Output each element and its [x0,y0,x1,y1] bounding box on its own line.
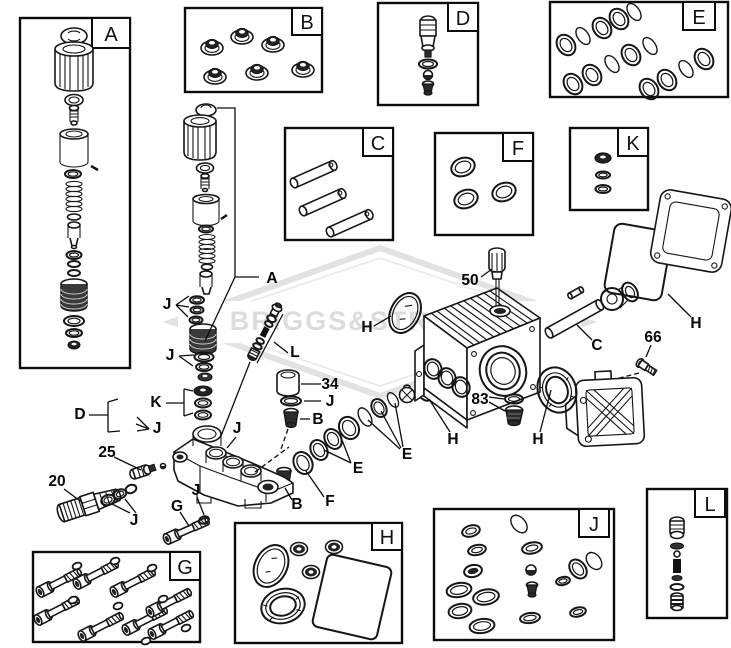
callout-j-5: J [326,393,335,410]
callout-j-3: J [153,420,162,437]
callout-c: C [591,337,602,354]
callout-h-4: H [690,315,701,332]
callout-j-7: J [192,482,201,499]
crankcase-bracket [564,370,646,448]
parts-box-a: A [18,16,132,370]
callout-50: 50 [461,272,478,289]
box-l-label: L [704,494,715,516]
box-c-label: C [371,133,385,155]
box-a-label: A [104,24,118,46]
callout-83: 83 [471,391,489,408]
parts-box-j: J [432,507,616,642]
callout-h-2: H [447,431,458,448]
parts-box-h: H [233,521,404,645]
piston-pins [289,159,374,238]
pump-body [414,287,541,429]
plug [525,581,539,598]
drain-plug-83 [504,393,524,427]
box-d-label: D [456,8,470,30]
crankcase-cover [649,189,731,273]
callouts: A J J K L D J J 34 J B 25 20 J J G B F E… [48,107,702,529]
oval-seal [388,292,422,334]
callout-h-1: H [361,319,372,336]
plug-kit-34 [276,369,302,453]
piston-seal-kit [594,152,612,194]
pressure-knob-50 [488,247,506,306]
manifold-bolt [161,514,212,547]
callout-h-3: H [532,431,543,448]
callout-l: L [290,344,299,361]
parts-box-f: F [433,131,535,237]
callout-e-1: E [353,460,363,477]
inlet-fitting-20 [56,483,138,523]
callout-j-2: J [166,347,175,364]
chemical-valve-assembly [220,302,283,437]
callout-f: F [325,493,334,510]
o-ring-kit [445,514,603,635]
callout-g: G [171,498,183,515]
box-f-label: F [512,138,524,160]
unloader-valve-exploded [54,27,99,350]
parts-box-d: D [376,1,480,107]
bolt-66 [615,357,658,380]
parts-box-k: K [568,126,650,212]
check-valve [398,384,416,404]
unloader-valve-assembly [183,103,228,421]
parts-box-b: B [183,6,324,94]
callout-25: 25 [98,444,116,461]
thermal-valve-kit [418,15,438,96]
box-j-label: J [589,514,599,536]
callout-34: 34 [321,376,339,393]
box-g-label: G [177,557,193,579]
parts-box-l: L [645,487,729,620]
box-h-label: H [380,527,394,549]
shaft-seal-large [536,366,578,414]
callout-66: 66 [644,329,662,346]
fitting-25 [129,462,167,480]
chemical-valve-kit [669,516,685,612]
piston-rod-crank [544,281,639,339]
callout-20: 20 [48,473,65,490]
parts-box-g: G [31,550,202,647]
callout-j-1: J [163,296,172,313]
o-ring-set [450,156,517,210]
crankcase-gasket [603,222,673,302]
box-e-label: E [692,7,705,29]
box-k-label: K [626,133,640,155]
callout-d: D [74,406,85,423]
manifold-head [172,425,294,509]
seal-gasket-kit [252,539,393,641]
callout-a: A [266,270,277,287]
box-b-label: B [300,12,313,34]
callout-j-6: J [130,512,139,529]
callout-b-2: B [291,496,302,513]
callout-k: K [150,394,162,411]
callout-b-1: B [312,411,323,428]
callout-e-2: E [402,446,412,463]
parts-box-e: E [548,0,730,104]
callout-j-4: J [233,420,242,437]
parts-box-c: C [283,126,395,242]
